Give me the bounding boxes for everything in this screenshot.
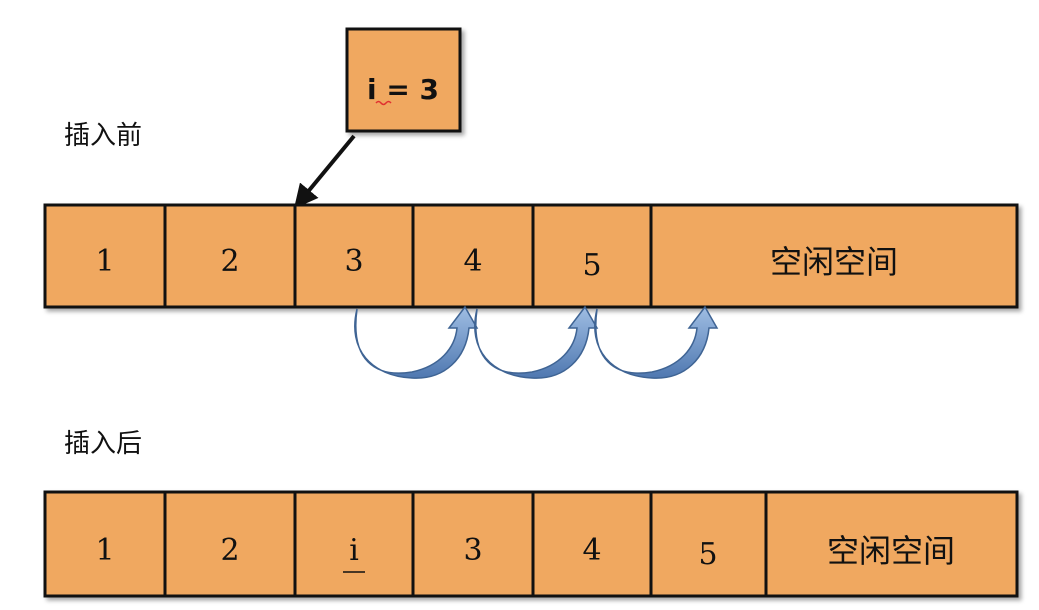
before-cell <box>163 203 297 309</box>
before-cell-text: 4 <box>463 244 482 279</box>
shift-arrow <box>354 305 479 379</box>
after-cell-text: 5 <box>698 537 717 572</box>
index-box <box>345 27 462 133</box>
before-cell-text: 1 <box>95 244 114 279</box>
after-cell-text: 4 <box>582 533 601 568</box>
shift-arrows <box>354 305 719 379</box>
after-cell <box>163 490 297 598</box>
after-cell-text: 2 <box>220 533 239 568</box>
after-cell-text: 空闲空间 <box>827 532 955 570</box>
after-cell <box>649 490 768 598</box>
after-cell <box>531 490 653 598</box>
shift-arrow <box>474 305 599 379</box>
before-array <box>43 203 1019 309</box>
before-cell-free-space <box>649 203 1019 309</box>
label-after: 插入后 <box>64 429 142 459</box>
before-cell-text: 空闲空间 <box>770 243 898 281</box>
before-cell-text: 3 <box>344 244 363 279</box>
before-cell-text: 2 <box>220 244 239 279</box>
before-cell <box>531 203 653 309</box>
after-cell-text: 1 <box>95 533 114 568</box>
after-array <box>43 490 1019 598</box>
before-cell-text: 5 <box>582 248 601 283</box>
after-cell <box>293 490 415 598</box>
after-cell-text: 3 <box>463 533 482 568</box>
after-cell-free-space <box>764 490 1019 598</box>
label-before: 插入前 <box>64 121 142 151</box>
after-cell-text: i <box>349 533 359 568</box>
before-cell <box>293 203 415 309</box>
spellcheck-underline <box>375 100 392 106</box>
after-cell <box>411 490 535 598</box>
shift-arrow <box>594 305 719 379</box>
before-cell <box>43 203 167 309</box>
pointer-arrow <box>293 134 356 209</box>
index-box-text: i = 3 <box>367 73 439 106</box>
